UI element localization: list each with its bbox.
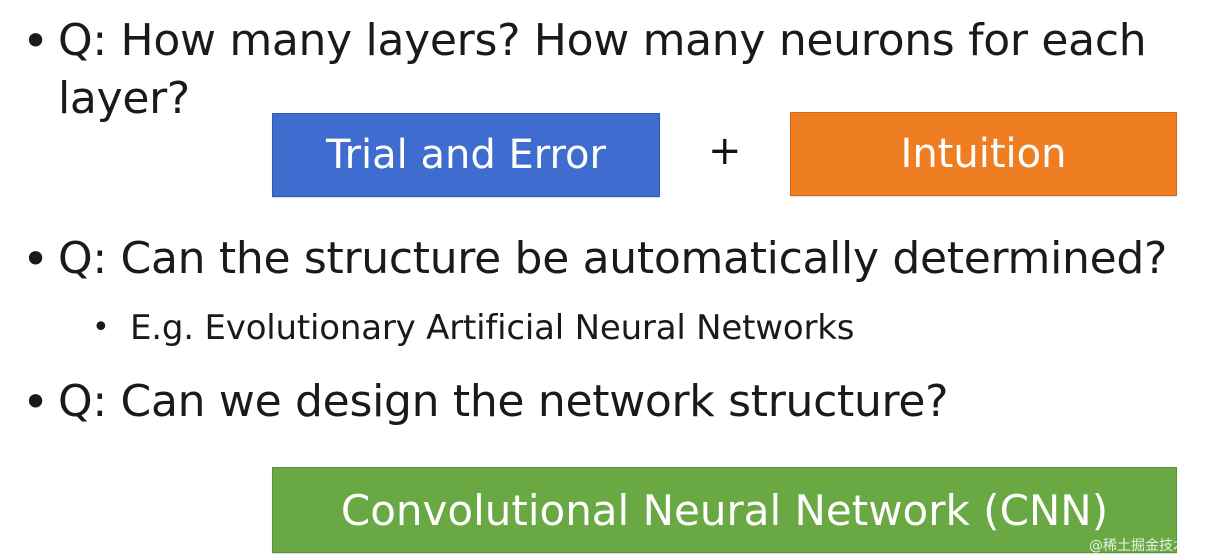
- trial-and-error-box: Trial and Error: [272, 113, 660, 197]
- bullet-dot: •: [22, 232, 50, 286]
- q1-line2: layer?: [58, 73, 190, 124]
- q1-line1: Q: How many layers? How many neurons for…: [58, 15, 1147, 66]
- sub-bullet-text: E.g. Evolutionary Artificial Neural Netw…: [130, 308, 855, 348]
- intuition-box: Intuition: [790, 112, 1177, 196]
- cnn-box: Convolutional Neural Network (CNN): [272, 467, 1177, 553]
- sub-bullet: • E.g. Evolutionary Artificial Neural Ne…: [92, 300, 854, 356]
- bullet-q2: • Q: Can the structure be automatically …: [22, 230, 1167, 288]
- bullet-q1-text: Q: How many layers? How many neurons for…: [58, 12, 1147, 128]
- bullet-q1: • Q: How many layers? How many neurons f…: [22, 12, 1147, 128]
- q2-text: Q: Can the structure be automatically de…: [58, 233, 1168, 284]
- bullet-q3: • Q: Can we design the network structure…: [22, 373, 949, 431]
- q3-text: Q: Can we design the network structure?: [58, 376, 949, 427]
- plus-sign: +: [708, 128, 742, 174]
- bullet-dot: •: [22, 14, 50, 68]
- sub-bullet-dot: •: [92, 310, 110, 345]
- bullet-dot: •: [22, 375, 50, 429]
- watermark: @稀土掘金技术社区: [1089, 538, 1215, 554]
